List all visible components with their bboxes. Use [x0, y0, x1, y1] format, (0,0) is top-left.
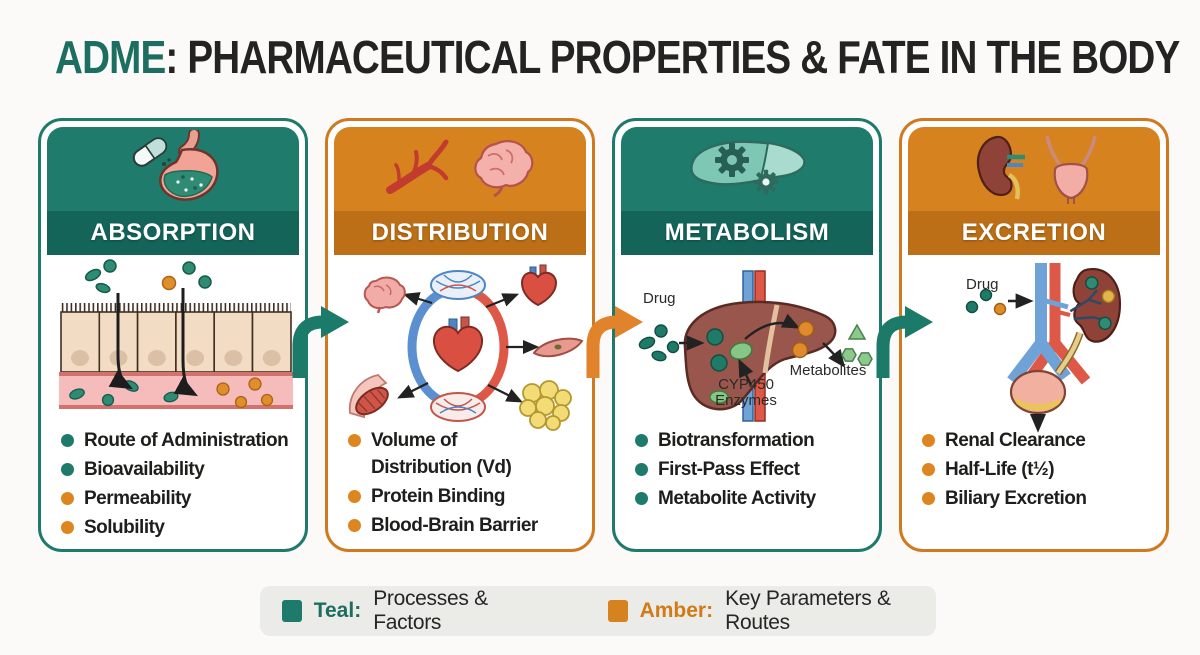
list-item: Protein Binding: [348, 483, 580, 510]
bullet-text: Protein Binding: [371, 486, 505, 507]
legend-item-amber: Amber: Key Parameters & Routes: [607, 587, 936, 635]
absorption-title-band: ABSORPTION: [47, 211, 299, 255]
card-metabolism: METABOLISM: [612, 118, 882, 552]
bullet-text: Volume of Distribution (Vd): [371, 430, 512, 478]
metabolites-label: Metabolites: [789, 362, 867, 379]
bullet-dot: [61, 463, 74, 476]
list-item: Metabolite Activity: [635, 485, 867, 512]
title-rest: PHARMACEUTICAL PROPERTIES & FATE IN THE …: [177, 31, 1180, 83]
cyp450-enzymes-label: CYP450 Enzymes: [715, 376, 777, 409]
blood-vessel-brain-icon: [380, 130, 540, 209]
list-item: Volume of Distribution (Vd): [348, 427, 580, 481]
bullet-text: Solubility: [84, 517, 165, 538]
list-item: Route of Administration: [61, 427, 293, 454]
list-item: First-Pass Effect: [635, 456, 867, 483]
title-highlight: ADME: [55, 31, 166, 83]
distribution-title-band: DISTRIBUTION: [334, 211, 586, 255]
flow-arrow-metabolism-to-excretion-icon: [872, 296, 936, 380]
list-item: Biotransformation: [635, 427, 867, 454]
distribution-header: [334, 127, 586, 211]
bullet-text: Bioavailability: [84, 459, 205, 480]
bullet-text: Route of Administration: [84, 430, 289, 451]
bullet-dot: [348, 519, 361, 532]
excretion-header: [908, 127, 1160, 211]
list-item: Bioavailability: [61, 456, 293, 483]
absorption-bullets: Route of Administration Bioavailability …: [61, 427, 293, 543]
list-item: Renal Clearance: [922, 427, 1154, 454]
teal-swatch-icon: [282, 600, 302, 622]
flow-arrow-absorption-to-distribution-icon: [288, 296, 352, 380]
stomach-capsule-icon: [98, 127, 248, 209]
absorption-title: ABSORPTION: [90, 219, 256, 246]
legend-item-teal: Teal: Processes & Factors: [282, 587, 542, 635]
flow-arrow-distribution-to-metabolism-icon: [582, 296, 646, 380]
metabolism-illustration: Drug CYP450 Enzymes Metabolites: [627, 255, 873, 427]
metabolism-title: METABOLISM: [664, 219, 830, 246]
metabolism-title-band: METABOLISM: [621, 211, 873, 255]
bullet-dot: [61, 492, 74, 505]
bullet-text: Renal Clearance: [945, 430, 1086, 451]
bullet-text: Biotransformation: [658, 430, 815, 451]
bullet-dot: [922, 492, 935, 505]
drug-label: Drug: [643, 290, 676, 307]
card-distribution: DISTRIBUTION: [325, 118, 595, 552]
excretion-illustration: Drug: [914, 255, 1160, 433]
distribution-illustration: [340, 255, 586, 431]
absorption-illustration: [53, 255, 299, 427]
metabolism-header: [621, 127, 873, 211]
list-item: Biliary Excretion: [922, 485, 1154, 512]
bullet-dot: [348, 490, 361, 503]
legend-description: Processes & Factors: [373, 587, 488, 634]
legend: Teal: Processes & Factors Amber: Key Par…: [260, 586, 936, 636]
kidney-bladder-icon: [959, 130, 1109, 209]
list-item: Solubility: [61, 514, 293, 541]
bullet-text: Metabolite Activity: [658, 488, 816, 509]
card-absorption: ABSORPTION: [38, 118, 308, 552]
bullet-dot: [635, 463, 648, 476]
legend-term: Amber:: [639, 599, 714, 622]
liver-gears-icon: [672, 130, 822, 209]
bullet-dot: [61, 434, 74, 447]
list-item: Half-Life (t½): [922, 456, 1154, 483]
distribution-bullets: Volume of Distribution (Vd) Protein Bind…: [348, 427, 580, 541]
legend-term: Teal:: [313, 599, 362, 622]
excretion-title-band: EXCRETION: [908, 211, 1160, 255]
bullet-dot: [922, 463, 935, 476]
amber-swatch-icon: [607, 600, 628, 622]
bullet-dot: [922, 434, 935, 447]
excretion-title: EXCRETION: [961, 219, 1107, 246]
bullet-dot: [61, 521, 74, 534]
card-excretion: EXCRETION: [899, 118, 1169, 552]
list-item: Permeability: [61, 485, 293, 512]
excretion-bullets: Renal Clearance Half-Life (t½) Biliary E…: [922, 427, 1154, 514]
bullet-text: Biliary Excretion: [945, 488, 1087, 509]
drug-label: Drug: [966, 276, 999, 293]
bullet-text: Half-Life (t½): [945, 459, 1055, 480]
bullet-dot: [635, 492, 648, 505]
bullet-text: Blood-Brain Barrier: [371, 515, 538, 536]
list-item: Blood-Brain Barrier: [348, 512, 580, 539]
page-title: ADME: PHARMACEUTICAL PROPERTIES & FATE I…: [55, 30, 1180, 84]
bullet-text: Permeability: [84, 488, 192, 509]
bullet-dot: [348, 434, 361, 447]
title-separator: :: [165, 31, 178, 83]
distribution-title: DISTRIBUTION: [371, 219, 549, 246]
bullet-text: First-Pass Effect: [658, 459, 800, 480]
metabolism-bullets: Biotransformation First-Pass Effect Meta…: [635, 427, 867, 514]
legend-description: Key Parameters & Routes: [725, 587, 891, 634]
bullet-dot: [635, 434, 648, 447]
absorption-header: [47, 127, 299, 211]
